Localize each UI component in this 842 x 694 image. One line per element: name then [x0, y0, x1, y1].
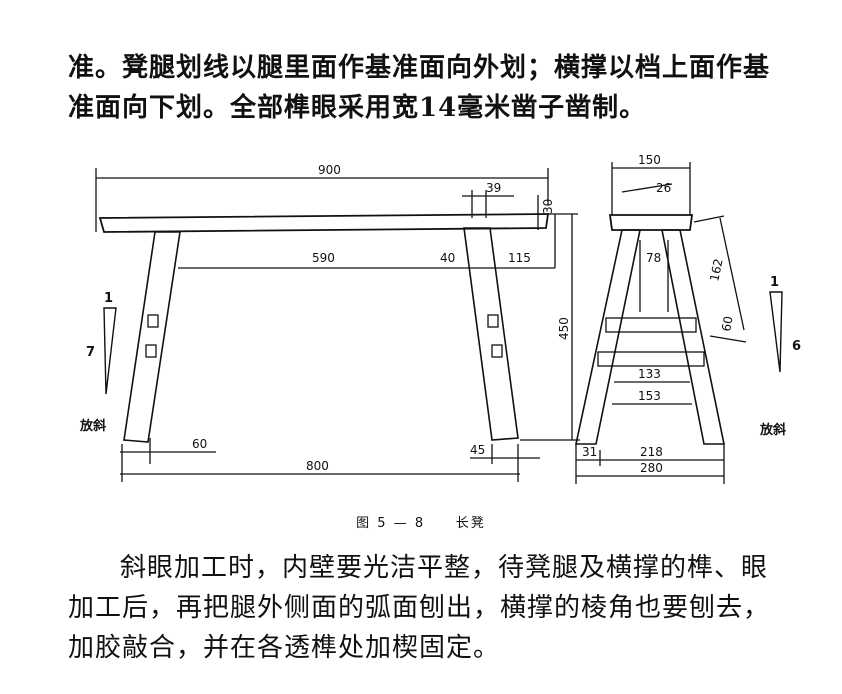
dim-stretcher-height: 60	[719, 315, 735, 332]
dim-height: 450	[557, 317, 571, 340]
dim-lower-stretcher: 153	[638, 389, 661, 403]
dim-top-width: 150	[638, 153, 661, 167]
dim-upper-stretcher: 133	[638, 367, 661, 381]
figure-number: 图 5 — 8	[356, 516, 426, 531]
mortise-mark	[147, 314, 159, 328]
dim-foot-span: 800	[306, 459, 329, 473]
right-leg	[463, 227, 519, 441]
mortise-mark	[491, 344, 503, 358]
body-line-1: 斜眼加工时，内壁要光洁平整，待凳腿及横撑的榫、眼	[120, 553, 769, 583]
splay-ratio-top-left: 1	[104, 291, 113, 306]
side-view	[575, 162, 783, 484]
ext-line	[709, 335, 747, 343]
dim-foot-offset: 60	[192, 437, 207, 451]
splay-ratio-top-right: 1	[770, 275, 779, 290]
intro-line-1: 准。凳腿划线以腿里面作基准面向外划；横撑以档上面作基	[68, 53, 771, 83]
side-left-leg	[575, 229, 641, 445]
ext-line	[693, 215, 725, 223]
upper-stretcher	[605, 317, 697, 333]
left-leg	[123, 231, 181, 443]
splay-triangle-left	[103, 307, 117, 395]
dim-mortise-depth: 78	[646, 251, 661, 265]
dim-foot-width: 45	[470, 443, 485, 457]
dim-foot-left: 31	[582, 445, 597, 459]
splay-label-left: 放斜	[79, 418, 106, 434]
front-view	[95, 168, 580, 482]
splay-label-right: 放斜	[759, 422, 786, 438]
body-paragraph: 斜眼加工时，内壁要光洁平整，待凳腿及横撑的榫、眼 加工后，再把腿外侧面的弧面刨出…	[0, 548, 842, 668]
dim-foot-total: 280	[640, 461, 663, 475]
side-top	[608, 214, 694, 231]
dim-total-length: 900	[318, 163, 341, 177]
mortise-mark	[487, 314, 499, 328]
dim-top-tenon: 26	[656, 181, 671, 195]
dim-tenon-offset: 39	[486, 181, 501, 195]
dim-line-leg-length	[719, 217, 745, 331]
dim-stretcher-drop: 115	[508, 251, 531, 265]
bench-top	[98, 213, 550, 233]
lower-stretcher	[597, 351, 705, 367]
splay-ratio-bottom-right: 6	[792, 339, 801, 354]
dim-tenon-width: 40	[440, 251, 455, 265]
body-line-2: 加工后，再把腿外侧面的弧面刨出，横撑的棱角也要刨去，	[68, 593, 771, 623]
mortise-mark	[145, 344, 157, 358]
intro-paragraph: 准。凳腿划线以腿里面作基准面向外划；横撑以档上面作基 准面向下划。全部榫眼采用宽…	[0, 48, 842, 128]
dim-inner-span: 590	[312, 251, 335, 265]
dim-leg-length: 162	[707, 257, 725, 282]
body-line-3: 加胶敲合，并在各透榫处加楔固定。	[68, 633, 501, 663]
dim-line-top-tenon	[621, 183, 673, 193]
dim-foot-inner: 218	[640, 445, 663, 459]
figure-title: 长凳	[455, 516, 486, 531]
intro-line-2: 准面向下划。全部榫眼采用宽14毫米凿子凿制。	[68, 93, 647, 123]
figure-caption: 图 5 — 8 长凳	[0, 512, 842, 531]
dim-top-thickness: 30	[541, 199, 555, 214]
splay-ratio-bottom-left: 7	[86, 345, 95, 360]
splay-triangle-right	[769, 291, 783, 373]
bench-drawing: 900 39 30 590 40 115 450 60 800 45 1 7 放…	[79, 153, 801, 484]
